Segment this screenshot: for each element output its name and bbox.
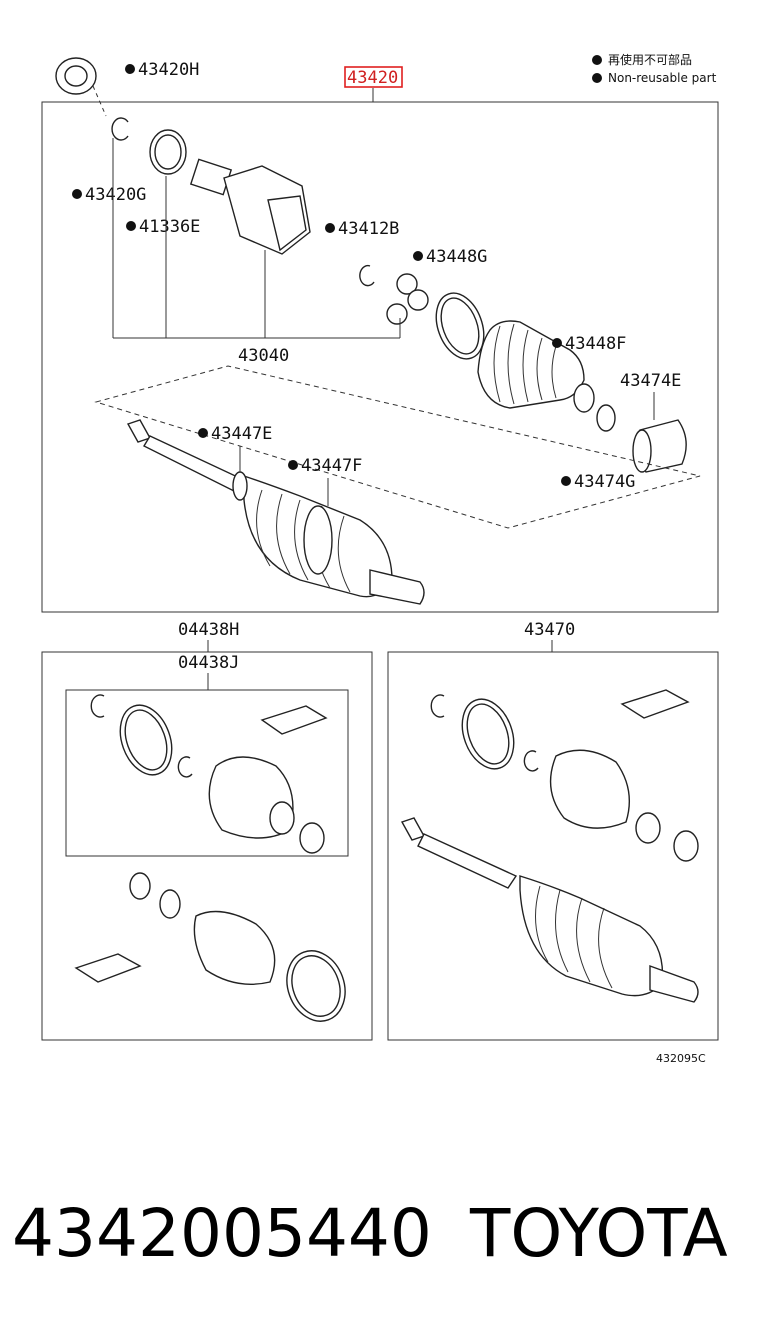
shaft-assembly-box [387,651,719,1041]
label-43447F: 43447F [301,456,362,476]
kit-j-parts[interactable] [90,694,328,854]
label-43412B: 43412B [338,219,399,239]
legend: 再使用不可部品 Non-reusable part [592,52,717,85]
footer-brand: TOYOTA [469,1195,728,1272]
clamp-43448G[interactable]: 43448G [413,247,492,365]
label-43420G: 43420G [85,185,146,205]
shaft-assembly-parts[interactable] [400,689,699,1003]
snap-ring-43412B[interactable]: 43412B [325,219,399,287]
boot-kit-box [41,651,373,1041]
seal-43420H[interactable]: 43420H [55,57,199,117]
snap-ring-43420G[interactable]: 43420G [72,117,146,338]
label-04438H: 04438H [178,620,239,640]
top-assembly-box [41,101,719,613]
damper-43474E[interactable]: 43474E [620,371,687,473]
assembly-code-highlight[interactable]: 43420 [344,66,403,102]
footer-part-number: 4342005440 [12,1195,432,1272]
assembly-code-label: 43420 [347,68,398,88]
label-43447E: 43447E [211,424,272,444]
label-43474E: 43474E [620,371,681,391]
joint-housing-43040[interactable]: 43040 [113,158,400,366]
clamp-43447E[interactable]: 43447E [198,424,272,501]
clamp-43448F[interactable]: 43448F [552,334,626,413]
diagram-code: 432095C [656,1052,706,1065]
label-43470: 43470 [524,620,575,640]
ring-41336E[interactable]: 41336E [126,129,200,338]
clamp-43447F[interactable]: 43447F [288,456,362,575]
legend-line-1: 再使用不可部品 [608,52,692,67]
legend-line-2: Non-reusable part [608,71,717,85]
label-43448G: 43448G [426,247,487,267]
label-43448F: 43448F [565,334,626,354]
legend-bullet [592,55,602,65]
boot-kit-inner-box [65,689,349,857]
outboard-shaft[interactable] [126,419,425,605]
label-41336E: 41336E [139,217,200,237]
label-43420H: 43420H [138,60,199,80]
legend-bullet [592,73,602,83]
outboard-subassembly-region [94,365,701,529]
clamp-43474G[interactable]: 43474G [561,404,635,492]
label-43040: 43040 [238,346,289,366]
kit-h-parts[interactable] [74,872,355,1029]
label-43474G: 43474G [574,472,635,492]
tripod-joint[interactable] [386,273,429,338]
label-04438J: 04438J [178,653,239,673]
